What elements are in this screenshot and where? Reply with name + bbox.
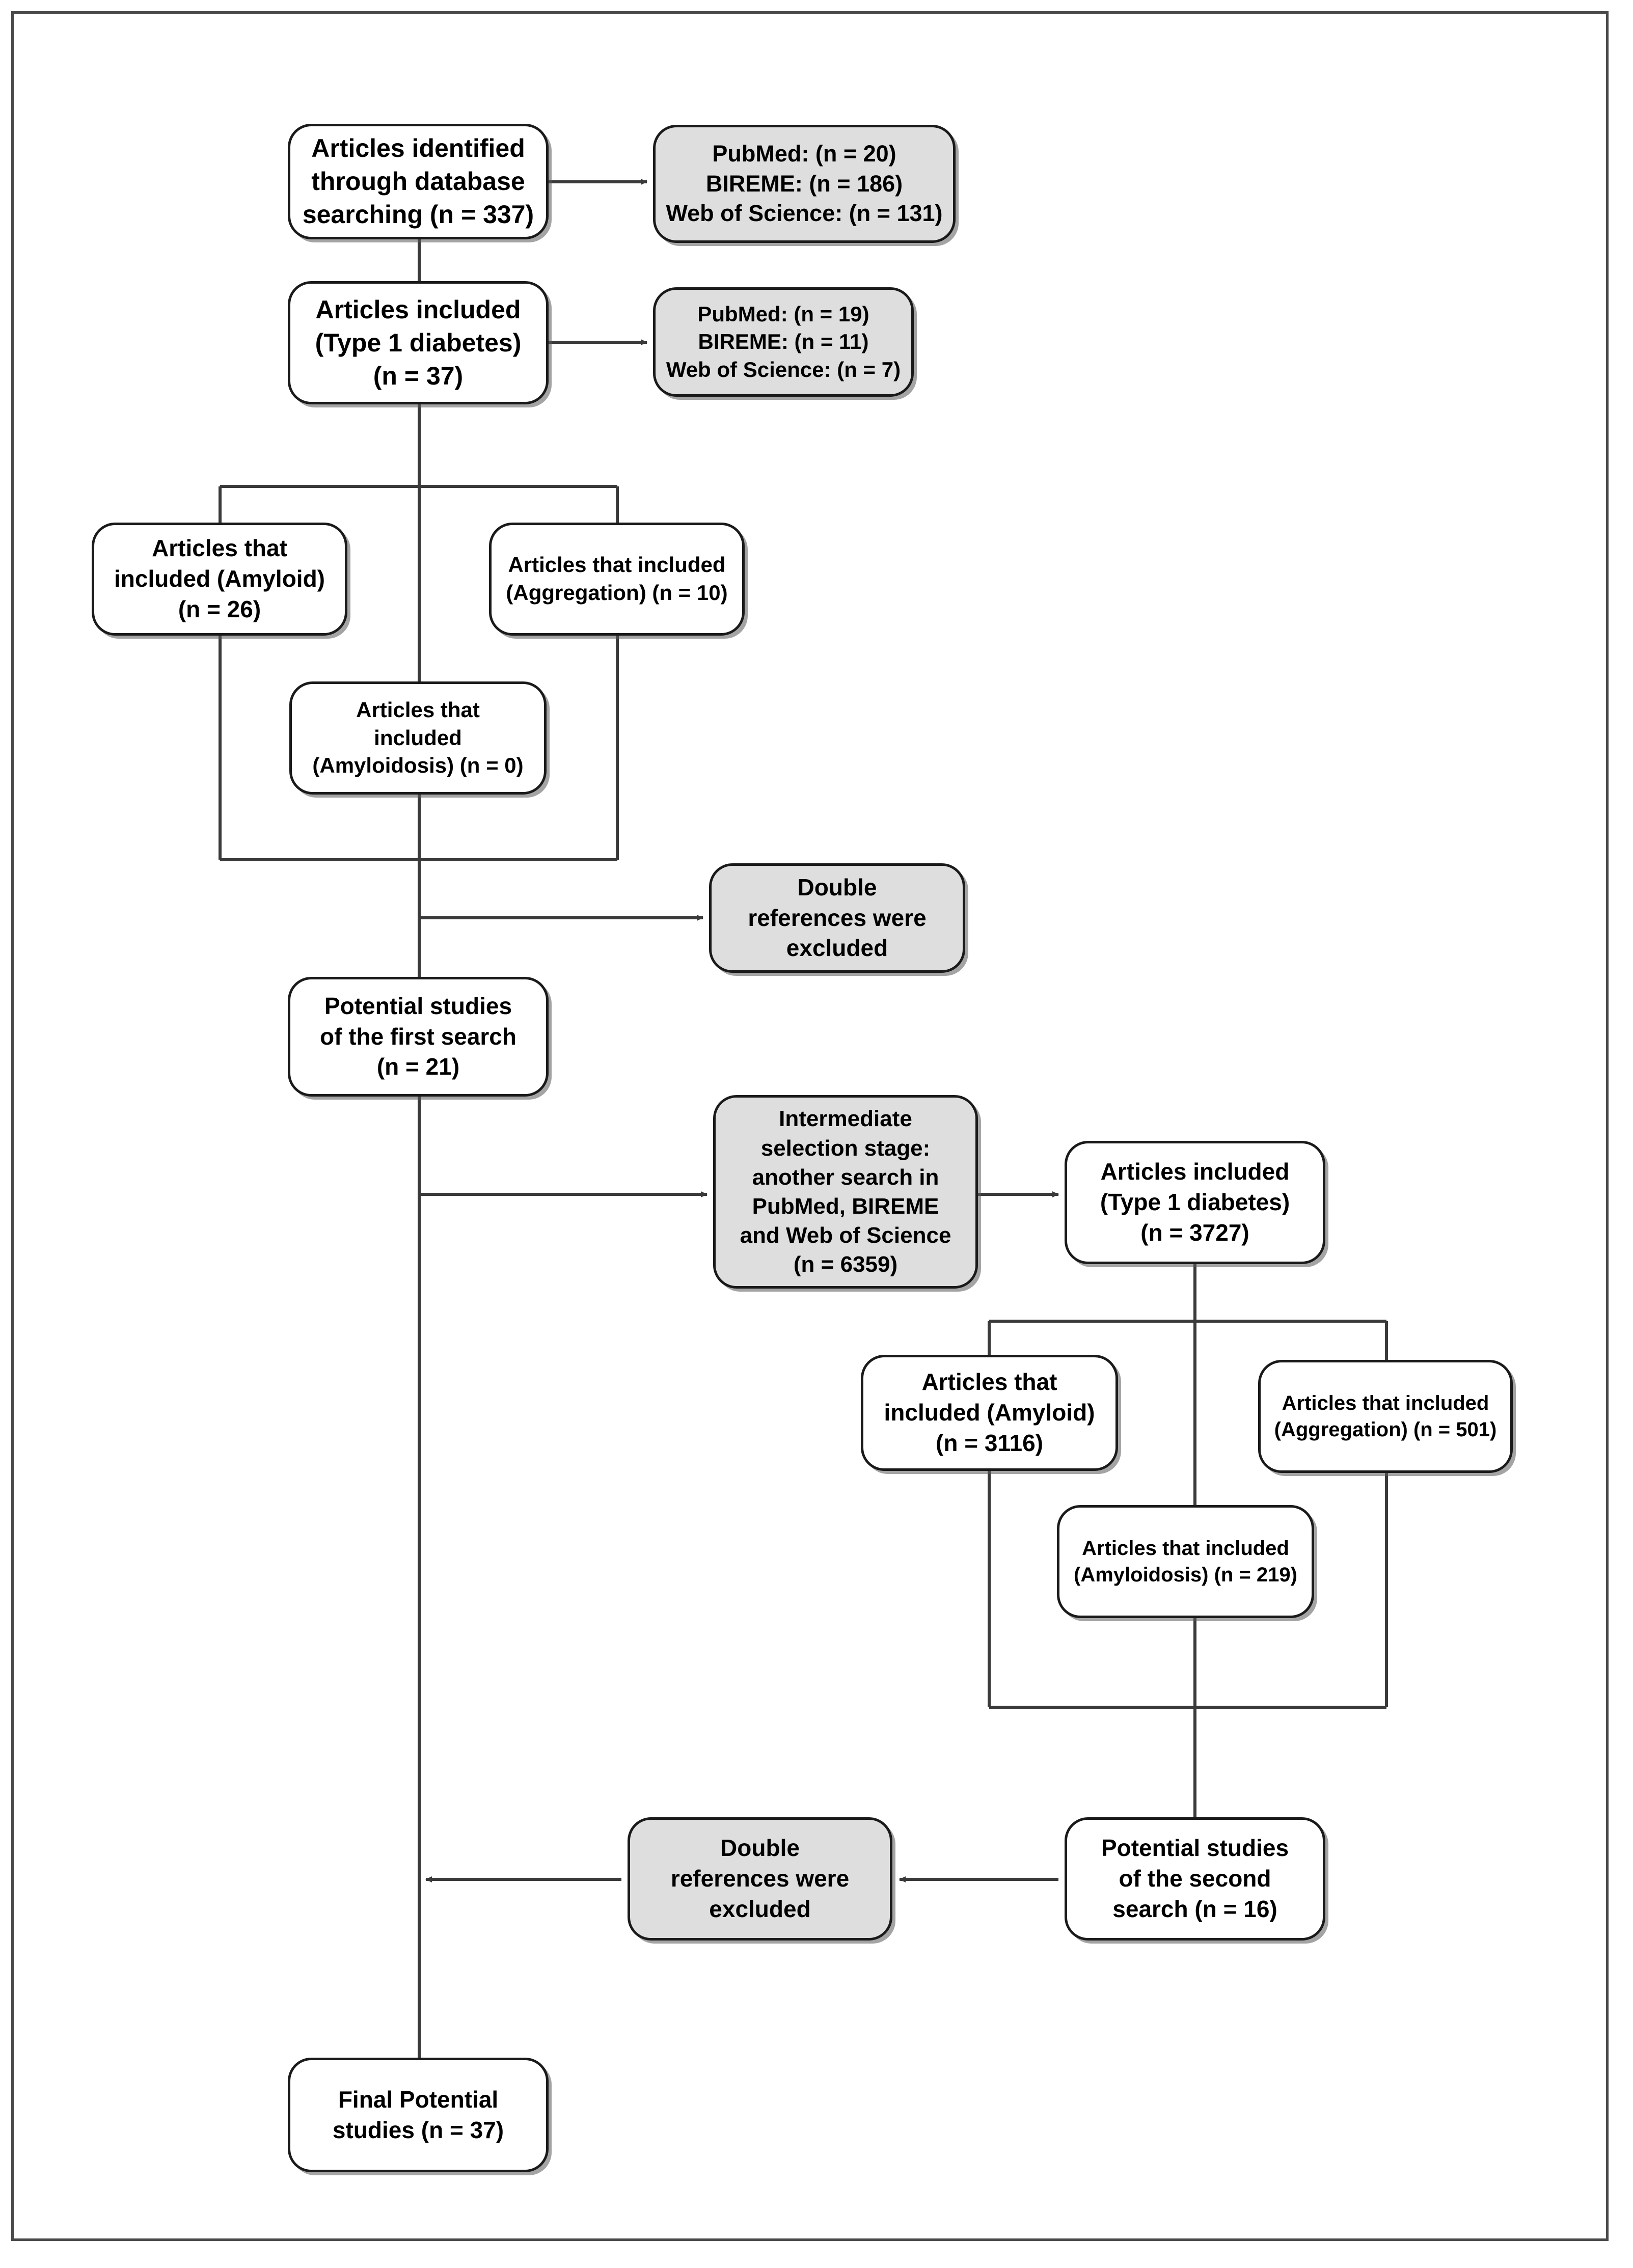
node-label: Double references were excluded: [748, 873, 927, 962]
node-articles-included-type1-first: Articles included (Type 1 diabetes) (n =…: [288, 281, 549, 404]
node-label: PubMed: (n = 20) BIREME: (n = 186) Web o…: [666, 141, 943, 227]
node-label: PubMed: (n = 19) BIREME: (n = 11) Web of…: [666, 302, 901, 381]
node-label: Intermediate selection stage: another se…: [740, 1106, 951, 1277]
node-double-references-excluded-first: Double references were excluded: [709, 863, 965, 973]
node-amyloidosis-first: Articles that included (Amyloidosis) (n …: [289, 681, 547, 795]
node-articles-identified: Articles identified through database sea…: [288, 124, 549, 239]
node-label: Articles identified through database sea…: [302, 134, 534, 229]
node-label: Articles that included (Amyloid) (n = 26…: [114, 535, 325, 622]
node-label: Articles included (Type 1 diabetes) (n =…: [315, 295, 522, 390]
node-aggregation-second: Articles that included (Aggregation) (n …: [1258, 1360, 1513, 1473]
node-potential-studies-second: Potential studies of the second search (…: [1065, 1817, 1325, 1941]
node-label: Articles that included (Aggregation) (n …: [506, 553, 728, 605]
node-label: Final Potential studies (n = 37): [332, 2086, 504, 2143]
node-intermediate-selection-stage: Intermediate selection stage: another se…: [713, 1095, 978, 1289]
node-final-potential-studies: Final Potential studies (n = 37): [288, 2058, 549, 2172]
node-label: Articles that included (Amyloidosis) (n …: [1074, 1537, 1297, 1586]
node-articles-included-type1-second: Articles included (Type 1 diabetes) (n =…: [1065, 1141, 1325, 1264]
node-label: Articles that included (Amyloid) (n = 31…: [884, 1369, 1095, 1456]
node-potential-studies-first: Potential studies of the first search (n…: [288, 977, 549, 1097]
node-label: Articles that included (Amyloidosis) (n …: [312, 698, 524, 778]
node-label: Potential studies of the first search (n…: [320, 992, 516, 1080]
node-label: Articles that included (Aggregation) (n …: [1274, 1392, 1497, 1441]
node-amyloid-first: Articles that included (Amyloid) (n = 26…: [92, 523, 347, 636]
node-label: Potential studies of the second search (…: [1101, 1835, 1289, 1922]
node-amyloid-second: Articles that included (Amyloid) (n = 31…: [861, 1355, 1118, 1471]
node-included-sources-first: PubMed: (n = 19) BIREME: (n = 11) Web of…: [653, 287, 914, 397]
node-amyloidosis-second: Articles that included (Amyloidosis) (n …: [1057, 1505, 1314, 1618]
node-label: Double references were excluded: [670, 1835, 850, 1922]
node-aggregation-first: Articles that included (Aggregation) (n …: [489, 523, 745, 636]
node-double-references-excluded-second: Double references were excluded: [628, 1817, 892, 1941]
node-identified-sources: PubMed: (n = 20) BIREME: (n = 186) Web o…: [653, 125, 956, 243]
node-label: Articles included (Type 1 diabetes) (n =…: [1100, 1158, 1290, 1246]
